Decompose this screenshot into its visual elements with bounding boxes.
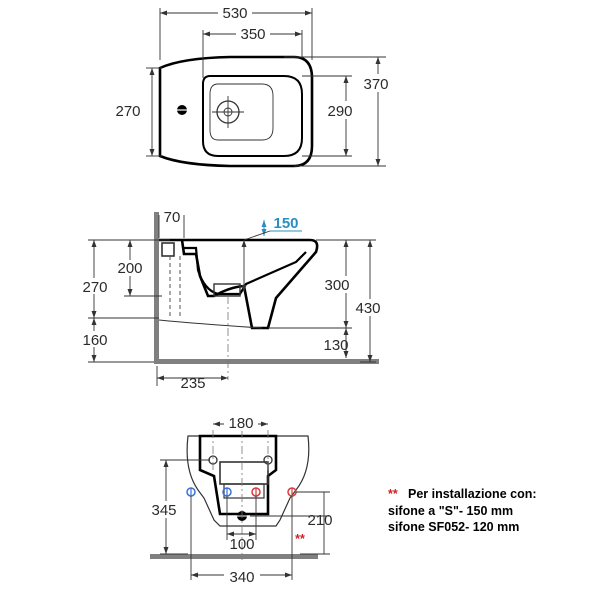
dim-fixing-width: 270 — [115, 103, 140, 120]
side-view-basin — [184, 246, 307, 296]
top-view: 530 350 370 290 270 — [115, 4, 395, 168]
dim-waste-spacing: 100 — [229, 536, 254, 553]
dim-waste-height: 150 — [273, 215, 298, 232]
front-view-basin — [219, 461, 269, 485]
front-floor — [150, 554, 318, 559]
dim-total-length: 530 — [222, 5, 247, 22]
dim-fixing-spacing: 180 — [228, 415, 253, 432]
dim-rim-to-outlet: 300 — [324, 277, 349, 294]
side-view: 70 150 200 270 160 300 43 — [78, 209, 388, 392]
front-view-outlet — [223, 483, 265, 499]
note-stars: ** — [388, 487, 398, 501]
dim-supply-spacing: 340 — [229, 569, 254, 586]
side-wall — [154, 212, 159, 364]
side-view-back — [158, 319, 263, 329]
dim-waste-height-front: 210 — [307, 512, 332, 529]
front-view: 180 345 210 ** 100 340 — [146, 415, 333, 586]
waste-height-stars: ** — [295, 532, 305, 546]
note-line-1: Per installazione con: — [408, 487, 537, 501]
side-floor — [154, 359, 379, 364]
side-fixing-upper — [161, 242, 175, 257]
front-view-body — [186, 435, 310, 527]
dim-total-height: 430 — [355, 300, 380, 317]
dim-fix-upper: 200 — [117, 260, 142, 277]
note-line-3: sifone SF052- 120 mm — [388, 520, 519, 534]
front-view-bowl — [198, 434, 278, 516]
dim-total-width: 370 — [363, 76, 388, 93]
dim-outlet-distance: 235 — [180, 375, 205, 392]
side-outlet — [213, 283, 241, 297]
installation-note: ** Per installazione con: sifone a "S"- … — [388, 487, 537, 534]
dim-bowl-length: 350 — [240, 26, 265, 43]
dim-bowl-width: 290 — [327, 103, 352, 120]
note-line-2: sifone a "S"- 150 mm — [388, 504, 513, 518]
dim-fix-lower: 270 — [82, 279, 107, 296]
top-view-outline — [158, 55, 314, 168]
dim-outlet-height: 130 — [323, 337, 348, 354]
top-view-basin — [202, 75, 303, 157]
top-view-basin-inner — [209, 83, 274, 141]
dim-offset-top: 70 — [164, 209, 181, 226]
dim-floor-to-fix: 160 — [82, 332, 107, 349]
dim-supply-height: 345 — [151, 502, 176, 519]
